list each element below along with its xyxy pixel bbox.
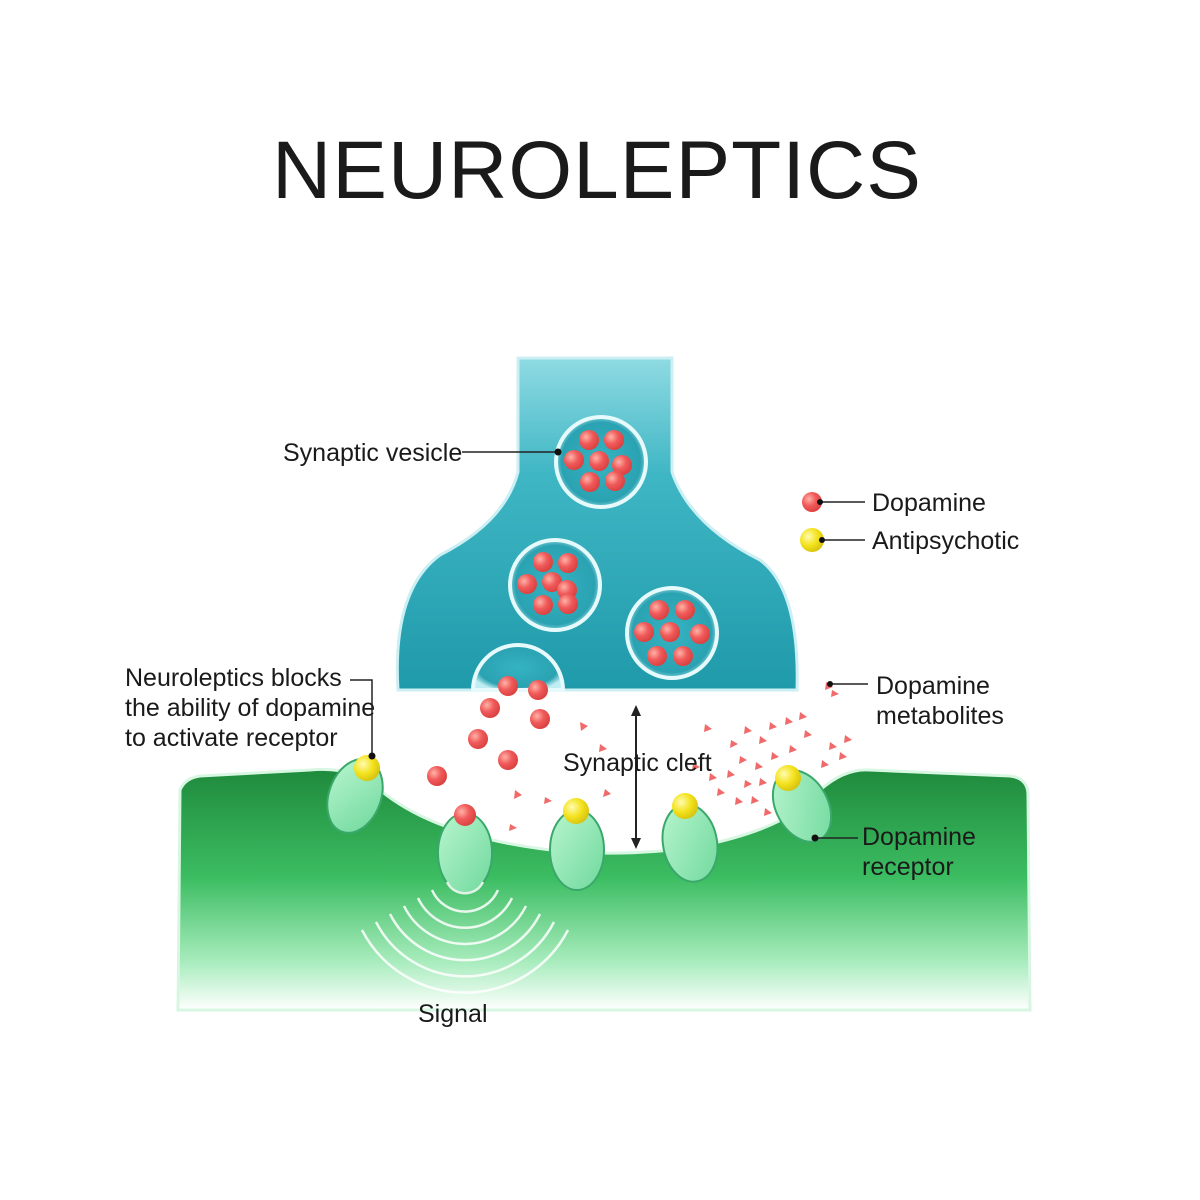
dopamine-molecule	[533, 595, 553, 615]
released-dopamine-group	[427, 698, 550, 786]
dopamine-molecule	[605, 471, 625, 491]
dopamine-molecule	[612, 455, 632, 475]
leader-dot	[827, 681, 833, 687]
fusing-vesicle	[470, 643, 566, 692]
dopamine-molecule	[542, 572, 562, 592]
signal-label: Signal	[418, 1000, 488, 1028]
dopamine-molecule	[673, 646, 693, 666]
dopamine-molecule	[589, 451, 609, 471]
dopamine-molecule	[690, 624, 710, 644]
presynaptic-terminal	[395, 356, 799, 692]
dopamine-molecule	[660, 622, 680, 642]
dopamine-molecule	[533, 552, 553, 572]
leader-dot	[811, 834, 819, 842]
dopamine-molecule	[498, 676, 518, 696]
antipsychotic-molecule	[672, 793, 698, 819]
metabolites-label-line2: metabolites	[876, 702, 1004, 730]
receptor-label-line2: receptor	[862, 853, 954, 881]
dopamine-molecule	[579, 430, 599, 450]
antipsychotic-group	[354, 755, 801, 824]
antipsychotic-molecule	[563, 798, 589, 824]
legend: Dopamine Antipsychotic	[800, 489, 1019, 555]
dopamine-molecule	[427, 766, 447, 786]
blocks-label-line2: the ability of dopamine	[125, 694, 375, 722]
dopamine-molecule	[558, 594, 578, 614]
blocks-label-line3: to activate receptor	[125, 724, 338, 752]
dopamine-molecule	[649, 600, 669, 620]
antipsychotic-molecule	[354, 755, 380, 781]
dopamine-molecule	[480, 698, 500, 718]
legend-antipsychotic-label: Antipsychotic	[872, 527, 1019, 555]
leader-dot	[368, 752, 376, 760]
postsynaptic-membrane	[176, 767, 1032, 1012]
dopamine-molecule	[468, 729, 488, 749]
dopamine-molecule	[604, 430, 624, 450]
antipsychotic-molecule	[775, 765, 801, 791]
leader-dot	[554, 448, 562, 456]
dopamine-molecule	[675, 600, 695, 620]
blocks-label-line1: Neuroleptics blocks	[125, 664, 342, 692]
receptor-label-line1: Dopamine	[862, 823, 976, 851]
leader-dot	[819, 537, 825, 543]
diagram-title: NEUROLEPTICS	[272, 125, 922, 216]
metabolites-label-line1: Dopamine	[876, 672, 990, 700]
dopamine-molecule	[517, 574, 537, 594]
synaptic-cleft-arrow	[631, 705, 641, 849]
bound-dopamine-molecule	[454, 804, 476, 826]
legend-antipsychotic-swatch	[800, 528, 824, 552]
dopamine-molecule	[634, 622, 654, 642]
dopamine-molecule	[528, 680, 548, 700]
dopamine-molecule	[580, 472, 600, 492]
legend-dopamine-label: Dopamine	[872, 489, 986, 517]
dopamine-molecule	[647, 646, 667, 666]
vesicle-dopamine-group	[498, 430, 710, 700]
dopamine-molecule	[498, 750, 518, 770]
legend-dopamine-swatch	[802, 492, 822, 512]
signal-waves	[360, 881, 570, 994]
leader-dot	[817, 499, 823, 505]
synaptic-vesicle-label: Synaptic vesicle	[283, 439, 462, 467]
dopamine-molecule	[558, 553, 578, 573]
dopamine-molecule	[530, 709, 550, 729]
synaptic-cleft-label: Synaptic cleft	[563, 749, 712, 777]
dopamine-molecule	[564, 450, 584, 470]
blocks-leader	[350, 679, 373, 756]
receptor-group	[326, 758, 833, 894]
